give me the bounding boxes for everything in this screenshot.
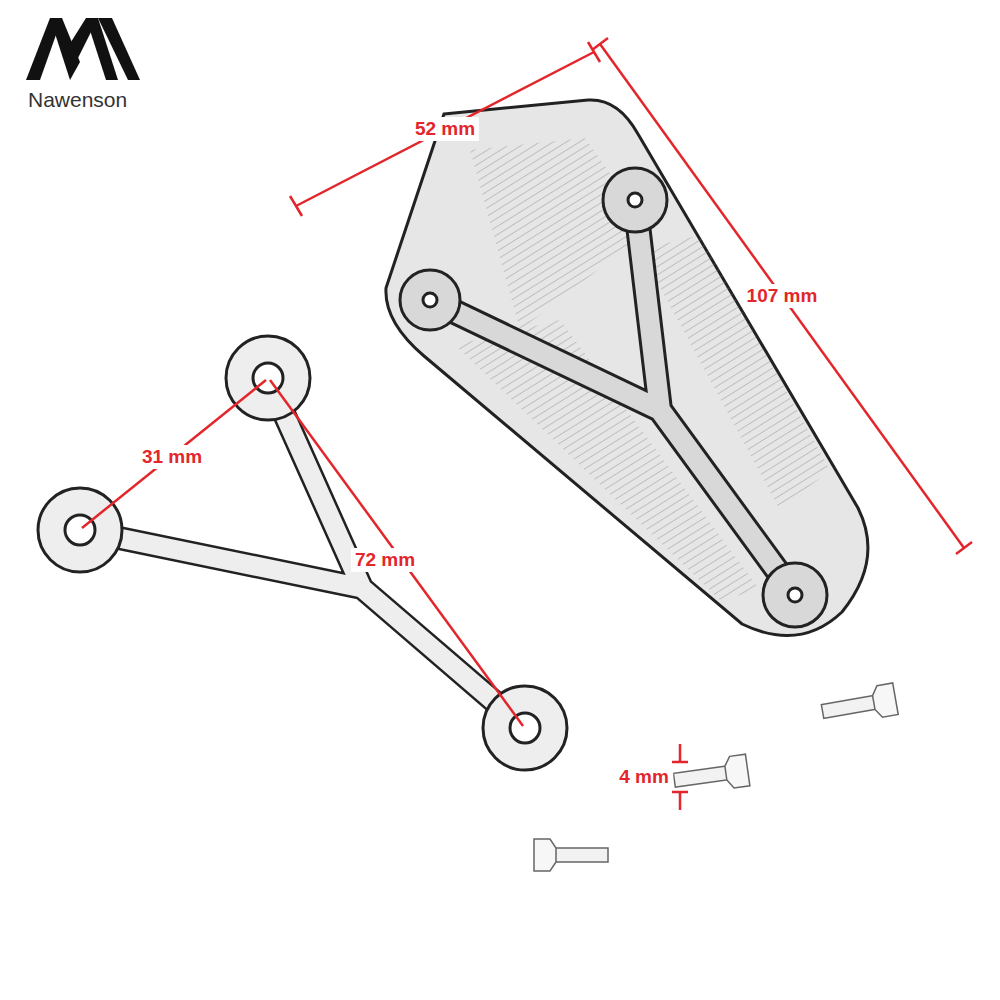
dimension-label: 4 mm bbox=[615, 765, 673, 789]
dimension-label: 31 mm bbox=[138, 445, 206, 469]
y-bracket bbox=[38, 336, 567, 770]
dimension-label: 52 mm bbox=[411, 117, 479, 141]
brand-logo bbox=[26, 18, 140, 80]
dimension-label: 72 mm bbox=[351, 548, 419, 572]
dimension-label: 107 mm bbox=[743, 284, 822, 308]
reservoir-cover bbox=[386, 100, 868, 636]
screw bbox=[672, 754, 750, 796]
screw bbox=[534, 839, 608, 871]
dimension-lines bbox=[82, 38, 972, 810]
screw bbox=[820, 683, 898, 727]
brand-name: Nawenson bbox=[28, 88, 127, 112]
